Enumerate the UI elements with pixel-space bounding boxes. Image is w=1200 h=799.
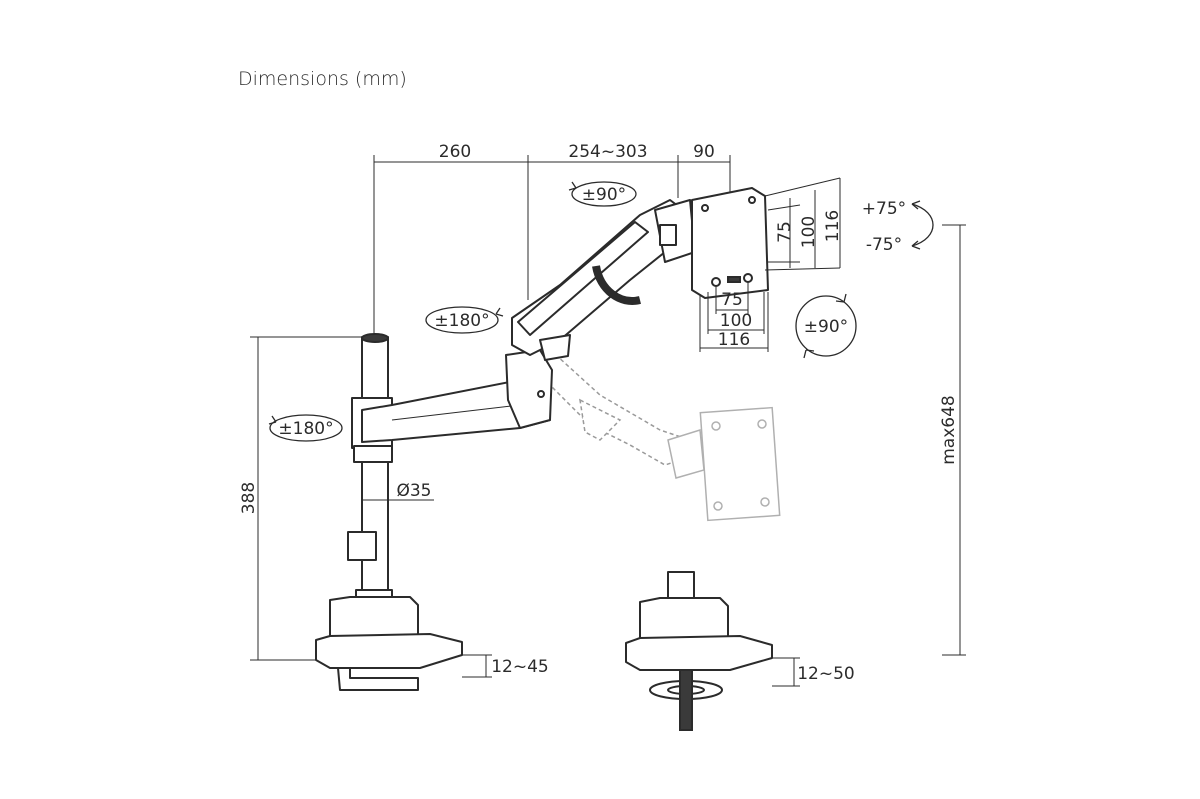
dim-clamp-thickness: 12~45: [491, 657, 549, 677]
vesa-horizontal-dims: 75 100 116: [699, 282, 769, 352]
rot-tilt-down: -75°: [866, 235, 902, 255]
max-height-dim: max648: [939, 224, 966, 656]
clamp-thickness-dim: 12~45: [462, 654, 549, 678]
rotation-upper-swivel: ±180°: [425, 306, 504, 334]
dim-vesa-75-horizontal: 75: [721, 290, 743, 310]
dim-vesa-116-vertical: 116: [823, 210, 843, 242]
vesa-plate: [691, 187, 769, 299]
page-title: Dimensions (mm): [238, 68, 407, 90]
pole-diameter-dim: Ø35: [362, 481, 434, 501]
dim-max-height: max648: [939, 395, 959, 465]
dim-grommet-thickness: 12~50: [797, 664, 855, 684]
rot-lower-swivel: ±180°: [278, 419, 333, 439]
dim-pole-height: 388: [239, 482, 259, 514]
dim-head-depth: 90: [693, 142, 715, 162]
grommet-base: [625, 571, 773, 731]
pole-height-dim: 388: [239, 336, 362, 661]
dim-arm-first: 260: [439, 142, 471, 162]
rotation-tilt: +75° -75°: [862, 199, 934, 255]
rotation-lower-swivel: ±180°: [268, 414, 343, 442]
upper-arm: [511, 199, 696, 361]
dim-vesa-75-vertical: 75: [775, 221, 795, 243]
top-dimensions: 260 254~303 90: [373, 142, 731, 335]
clamp-base: [315, 596, 463, 691]
grommet-thickness-dim: 12~50: [772, 657, 855, 687]
pole-assembly: [347, 333, 393, 603]
dim-vesa-100-horizontal: 100: [720, 311, 752, 331]
lower-arm: [361, 349, 553, 443]
rot-upper-swivel: ±180°: [434, 311, 489, 331]
vesa-vertical-dims: 75 100 116: [764, 177, 843, 271]
dim-vesa-116-horizontal: 116: [718, 330, 750, 350]
rot-screen-rotate: ±90°: [804, 317, 848, 337]
rotation-screen: ±90°: [795, 293, 857, 359]
rotation-head-swivel: ±90°: [568, 181, 637, 207]
dim-pole-diameter: Ø35: [396, 481, 431, 501]
dim-arm-second: 254~303: [568, 142, 647, 162]
ghost-arm: [544, 343, 781, 522]
rot-head-swivel: ±90°: [582, 185, 626, 205]
dim-vesa-100-vertical: 100: [799, 216, 819, 248]
rot-tilt-up: +75°: [862, 199, 906, 219]
